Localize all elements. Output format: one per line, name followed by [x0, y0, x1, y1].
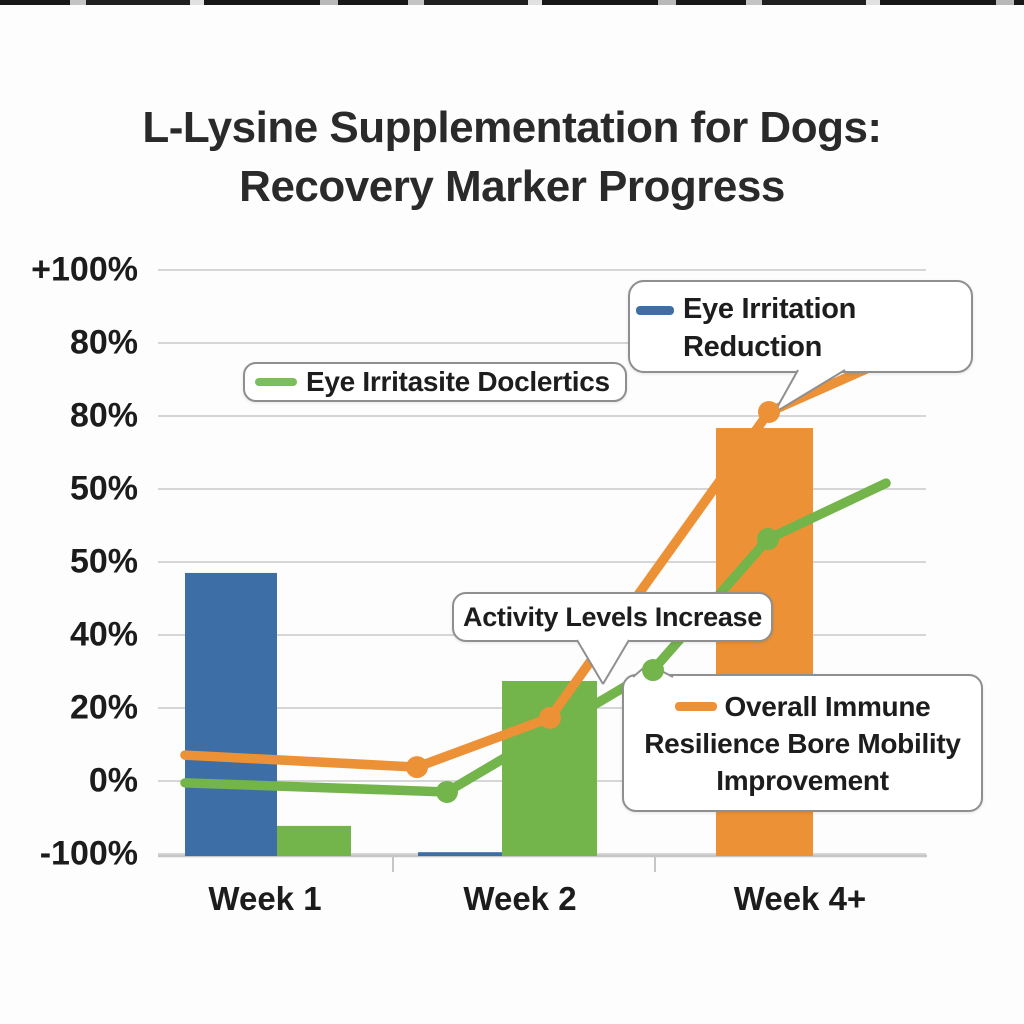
bar-week1-green	[277, 825, 351, 856]
y-axis-label: 80%	[69, 396, 138, 435]
callout-eye-line1: Eye Irritation	[683, 293, 857, 325]
x-axis-label: Week 1	[208, 880, 322, 917]
callout-overall-line2: Resilience Bore Mobility	[644, 727, 961, 759]
callout-overall: Overall Immune Resilience Bore Mobility …	[622, 674, 983, 812]
legend-label: Eye Irritasite Doclertics	[306, 366, 610, 397]
line-activity-green-marker	[436, 780, 458, 803]
callout-overall-line1: Overall Immune	[724, 690, 931, 722]
chart-title-line2: Recovery Marker Progress	[239, 162, 785, 211]
callout-activity-tail-edge	[576, 639, 604, 685]
bar-week1-blue	[185, 572, 277, 856]
y-axis-label: 40%	[69, 615, 138, 654]
orange-line-swatch	[674, 701, 717, 711]
callout-eye-tail-edge	[773, 369, 846, 414]
y-axis-label: +100%	[31, 250, 138, 289]
top-edge-artifact	[0, 0, 1024, 5]
legend-box: Eye Irritasite Doclertics	[243, 362, 627, 402]
x-axis-label: Week 4+	[733, 880, 867, 917]
y-axis-label: 50%	[69, 469, 138, 508]
line-activity-green-marker	[642, 659, 664, 682]
line-overall-immune-marker	[758, 400, 780, 423]
callout-activity-tail-edge	[602, 639, 630, 685]
chart-title-line1: L-Lysine Supplementation for Dogs:	[142, 103, 882, 152]
line-overall-immune-marker	[406, 756, 428, 779]
bar-week2-blue	[418, 852, 503, 856]
x-axis-label: Week 2	[463, 880, 577, 917]
line-overall-immune-marker	[539, 706, 561, 729]
y-axis-label: -100%	[39, 834, 138, 873]
callout-overall-line3: Improvement	[716, 764, 889, 796]
y-axis-label: 50%	[69, 542, 138, 581]
y-axis-label: 20%	[69, 688, 138, 727]
y-axis-label: 0%	[88, 761, 138, 800]
callout-eye-line2: Reduction	[683, 331, 823, 363]
callout-activity-label: Activity Levels Increase	[463, 601, 762, 632]
legend-green-swatch	[255, 378, 297, 386]
line-activity-green-marker	[757, 528, 779, 551]
y-axis-label: 80%	[69, 323, 138, 362]
blue-line-swatch	[636, 305, 674, 315]
callout-eye-irritation: Eye Irritation Reduction	[628, 280, 973, 373]
chart-title: L-Lysine Supplementation for Dogs: Recov…	[0, 98, 1024, 216]
callout-activity-tail	[577, 640, 629, 684]
